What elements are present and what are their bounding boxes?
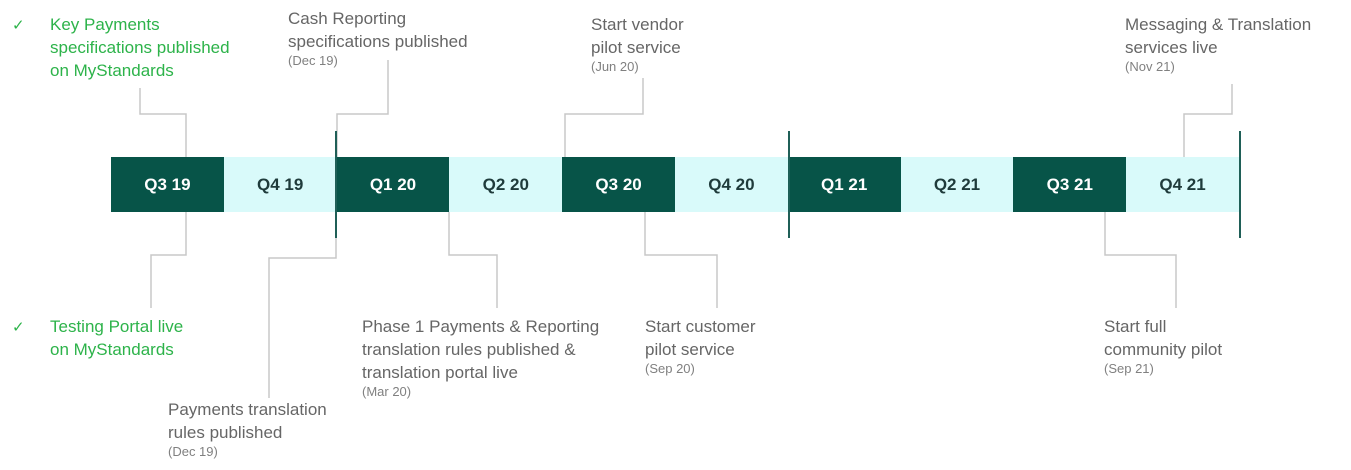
quarter-q4-19: Q4 19 bbox=[223, 157, 337, 212]
milestone-community-pilot: Start full community pilot (Sep 21) bbox=[1104, 317, 1223, 376]
year-separator-2021 bbox=[788, 131, 790, 238]
quarter-q4-21: Q4 21 bbox=[1126, 157, 1239, 212]
quarter-q2-20: Q2 20 bbox=[449, 157, 563, 212]
milestone-phase1: Phase 1 Payments & Reporting translation… bbox=[362, 317, 600, 399]
connector-key-payments bbox=[139, 88, 187, 157]
year-separator-2020 bbox=[335, 131, 337, 238]
quarter-q3-21: Q3 21 bbox=[1013, 157, 1127, 212]
milestone-messaging-translation: Messaging & Translation services live (N… bbox=[1125, 15, 1312, 74]
milestone-vendor-pilot: Start vendor pilot service (Jun 20) bbox=[591, 15, 684, 74]
connector-phase1 bbox=[448, 212, 498, 308]
year-separator-end bbox=[1239, 131, 1241, 238]
milestone-cash-reporting: Cash Reporting specifications published … bbox=[288, 9, 468, 68]
connector-customer-pilot bbox=[644, 212, 718, 308]
check-icon: ✓ bbox=[12, 17, 25, 34]
check-icon: ✓ bbox=[12, 319, 25, 336]
quarter-q4-20: Q4 20 bbox=[674, 157, 788, 212]
quarter-q3-20: Q3 20 bbox=[562, 157, 675, 212]
connector-vendor-pilot bbox=[564, 78, 644, 157]
connector-payments-translation bbox=[268, 212, 337, 398]
milestone-customer-pilot: Start customer pilot service (Sep 20) bbox=[645, 317, 756, 376]
milestone-key-payments: Key Payments specifications published on… bbox=[50, 15, 230, 80]
quarter-q3-19: Q3 19 bbox=[111, 157, 224, 212]
connector-testing-portal bbox=[150, 212, 187, 308]
connector-community-pilot bbox=[1104, 212, 1177, 308]
quarter-q1-20: Q1 20 bbox=[336, 157, 450, 212]
quarter-q2-21: Q2 21 bbox=[900, 157, 1014, 212]
milestone-testing-portal: Testing Portal live on MyStandards bbox=[50, 317, 184, 359]
quarter-q1-21: Q1 21 bbox=[787, 157, 901, 212]
connector-cash-reporting bbox=[336, 60, 389, 157]
connector-messaging bbox=[1183, 84, 1233, 157]
milestone-payments-translation: Payments translation rules published (De… bbox=[168, 400, 327, 459]
